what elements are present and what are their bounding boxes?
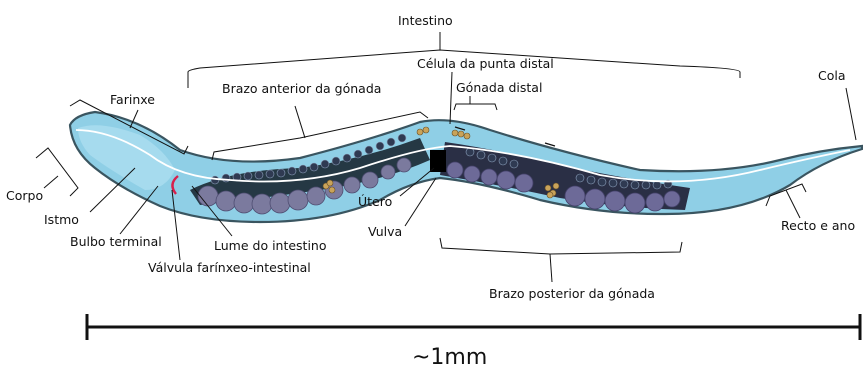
label-valvula: Válvula farínxeo-intestinal [148, 260, 311, 275]
label-celula-punta-distal: Célula da punta distal [417, 56, 554, 71]
lead-corpo [44, 176, 58, 188]
scale-bar-label: ~1mm [412, 345, 487, 369]
label-gonada-distal: Gónada distal [456, 80, 542, 95]
label-recto-ano: Recto e ano [781, 218, 855, 233]
label-lume-intestino: Lume do intestino [214, 238, 327, 253]
label-intestino: Intestino [398, 13, 453, 28]
brace-brazo-posterior [440, 238, 682, 254]
lead-brazo-anterior [295, 106, 305, 138]
label-farinxe: Farinxe [110, 92, 155, 107]
label-istmo: Istmo [44, 212, 79, 227]
lead-celula [450, 72, 452, 124]
scale-bar: ~1mm [87, 314, 860, 369]
lead-brazo-posterior [550, 254, 552, 282]
label-bulbo-terminal: Bulbo terminal [70, 234, 162, 249]
lead-cola [846, 88, 856, 140]
label-brazo-posterior: Brazo posterior da gónada [489, 286, 655, 301]
label-cola: Cola [818, 68, 846, 83]
lead-recto [786, 190, 800, 218]
worm-body [70, 112, 862, 222]
label-utero: Útero [358, 194, 392, 209]
label-brazo-anterior: Brazo anterior da gónada [222, 81, 381, 96]
label-vulva: Vulva [368, 224, 402, 239]
brace-gonada-distal [454, 104, 497, 110]
label-corpo: Corpo [6, 188, 43, 203]
